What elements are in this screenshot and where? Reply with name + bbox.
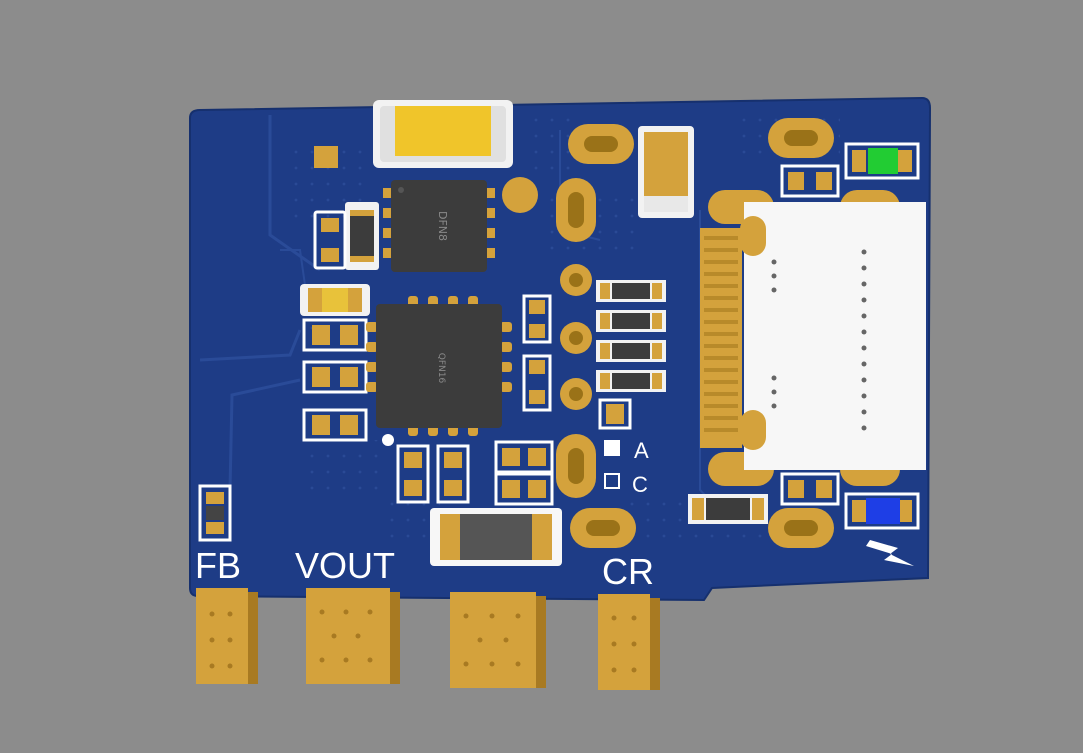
resistor-fb [198, 484, 232, 542]
resistor-r2 [302, 318, 368, 352]
ic-qfn16-label: QFN16 [436, 353, 446, 384]
resistor-array [596, 280, 666, 392]
ic-dfn8: DFN8 [383, 180, 495, 272]
vout-label: VOUT [295, 545, 395, 586]
round-pad-column [560, 264, 592, 410]
resistor-r6 [522, 354, 552, 412]
capacitor-tantalum [638, 126, 694, 218]
mark-a-label: A [634, 438, 649, 463]
terminal-vias [209, 609, 637, 673]
resistor-r10 [494, 472, 554, 506]
cr-label: CR [602, 551, 654, 592]
ic-qfn16: QFN16 [366, 296, 512, 446]
terminal-mid [450, 592, 546, 688]
resistor-r4 [302, 408, 368, 442]
diode-bottom [688, 494, 768, 524]
round-pad [502, 177, 538, 213]
diode-small [345, 202, 379, 270]
terminal-cr [598, 594, 660, 690]
capacitor-top [373, 100, 513, 168]
resistor-r8 [436, 444, 470, 504]
resistor-led2 [780, 472, 840, 506]
test-pad [314, 146, 338, 168]
resistor-r9 [494, 440, 554, 474]
ic-dfn8-label: DFN8 [436, 211, 449, 241]
mark-c-label: C [632, 472, 648, 497]
inductor-bottom [430, 508, 562, 566]
fb-label: FB [195, 545, 241, 586]
resistor-r5 [522, 294, 552, 344]
blue-led [844, 492, 920, 530]
green-led [844, 142, 920, 180]
capacitor-c1 [300, 284, 370, 316]
polarity-marks: A C [598, 398, 649, 497]
terminal-vout [306, 588, 400, 684]
resistor-led1 [780, 164, 840, 198]
usb-c-connector [700, 202, 926, 470]
resistor-r3 [302, 360, 368, 394]
terminal-fb [196, 588, 258, 684]
lightning-bolt-icon [866, 540, 914, 566]
resistor-r1 [313, 210, 347, 270]
resistor-r7 [396, 444, 430, 504]
